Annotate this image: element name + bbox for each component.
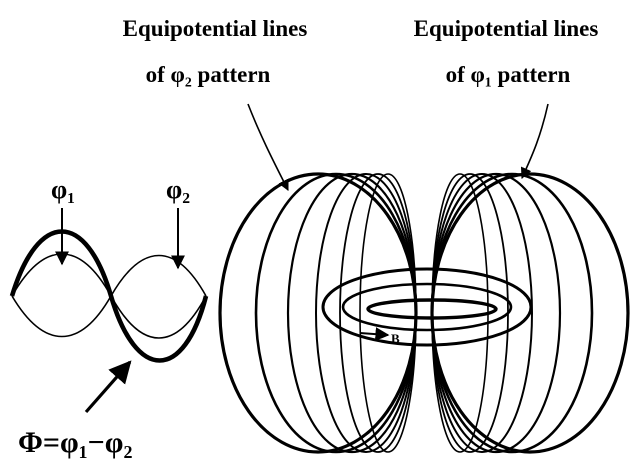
field-arrow	[360, 333, 388, 335]
difference-wave	[12, 232, 206, 361]
phi2-title-line1: Equipotential lines	[123, 16, 308, 41]
phi2-title-line2: of φ₂ pattern	[146, 62, 271, 87]
phi1-equipotential-line-3	[432, 174, 560, 452]
difference-pointer-arrow	[86, 362, 130, 412]
phi2-equipotential-line-1	[220, 174, 416, 452]
phi2-equipotential-line-4	[316, 174, 416, 452]
phi2-equipotential-line-3	[288, 174, 416, 452]
equipotential-lines	[220, 174, 628, 452]
field-loop-outer	[323, 269, 531, 345]
phi1-title-line1: Equipotential lines	[414, 16, 599, 41]
wave-phi1-label: φ₁	[51, 175, 75, 204]
phi1-title-line2: of φ₁ pattern	[446, 62, 571, 87]
phi2-leader-arrow	[248, 104, 288, 190]
field-loops: B	[323, 269, 531, 346]
field-label: B	[391, 331, 400, 346]
phi1-equipotential-line-2	[432, 174, 592, 452]
phi1-equipotential-line-5	[432, 174, 508, 452]
phi1-leader-arrow	[522, 104, 548, 178]
wave-panel: φ₁ φ₂ Φ=φ₁−φ₂	[12, 175, 206, 459]
difference-equation: Φ=φ₁−φ₂	[18, 426, 133, 459]
wave-phi2-label: φ₂	[166, 175, 190, 204]
phi2-equipotential-line-2	[256, 174, 416, 452]
